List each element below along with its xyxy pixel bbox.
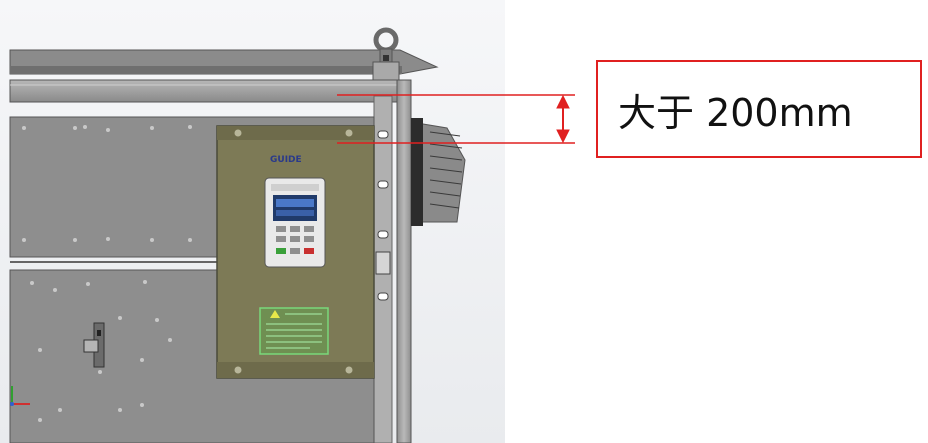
dimension-callout: 大于 200mm [596,60,922,158]
top-frame-bar [9,79,411,103]
side-heatsink [410,118,466,226]
clearance-label: 大于 200mm [618,90,853,135]
axis-triad-icon [10,386,30,406]
dimension-arrow-icon [556,94,570,144]
top-cover-edge [10,66,402,74]
vfd-drive: GUIDE [216,125,375,379]
drive-brand-label: GUIDE [270,155,302,165]
latch-handle [83,322,105,368]
upper-plate-holes [22,125,192,242]
warning-triangle-icon [270,310,280,318]
dimension-lines [337,94,575,144]
drive-keypad [264,177,326,268]
post-slots [375,130,391,301]
right-frame-post [396,79,412,443]
lower-plate-holes [30,280,172,422]
warning-label [259,307,329,355]
